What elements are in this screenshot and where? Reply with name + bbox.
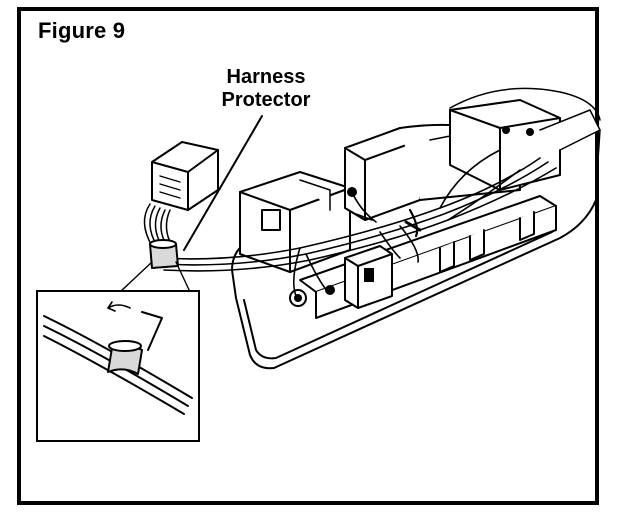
figure-title: Figure 9: [38, 18, 126, 43]
right-module: [449, 99, 601, 191]
harness-protector-label: Harness Protector: [196, 66, 336, 112]
callout-leader-line: [183, 115, 263, 251]
detail-inset: [36, 290, 200, 442]
inset-drawing: [43, 301, 193, 415]
screw-features: [289, 126, 534, 307]
callout-line-2: Protector: [221, 89, 311, 111]
wire-harness: [159, 149, 557, 297]
callout-line-1: Harness: [226, 66, 306, 88]
harness-protector: [149, 239, 179, 269]
left-module: [239, 171, 351, 273]
inset-pointer: [119, 261, 191, 293]
plug-connector: [151, 141, 219, 211]
small-connector: [344, 245, 393, 309]
